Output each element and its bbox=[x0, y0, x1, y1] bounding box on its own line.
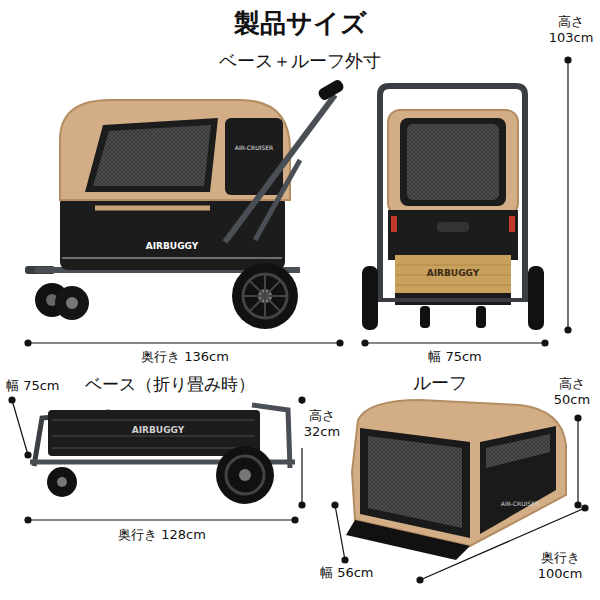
dimension-line bbox=[417, 577, 423, 583]
dimension-line bbox=[577, 418, 578, 505]
dimension-line bbox=[365, 342, 545, 343]
stroller-front-view bbox=[528, 266, 544, 330]
stroller-side-view bbox=[243, 274, 287, 318]
dimension-line bbox=[337, 340, 343, 346]
dimension-line bbox=[542, 340, 548, 346]
folded-base bbox=[216, 446, 274, 504]
dimension-line bbox=[332, 502, 338, 508]
dimension-label: 高さ 32cm bbox=[299, 408, 345, 439]
brand-mark: AIRBUGGY bbox=[427, 268, 480, 279]
stroller-side-view bbox=[55, 286, 89, 320]
stroller-front-view bbox=[395, 255, 511, 293]
dimension-label: 幅 75cm bbox=[4, 378, 62, 394]
dimension-line bbox=[301, 448, 302, 505]
roof-canopy bbox=[368, 436, 462, 528]
dimension-line bbox=[342, 557, 348, 563]
stroller-front-view bbox=[395, 265, 511, 285]
roof-canopy bbox=[480, 426, 556, 534]
dimension-line bbox=[299, 502, 305, 508]
dimension-line bbox=[25, 340, 31, 346]
dimension-label: 高さ 103cm bbox=[546, 14, 596, 45]
stroller-front-view bbox=[391, 216, 397, 232]
stroller-front-view bbox=[380, 86, 525, 300]
roof-canopy bbox=[346, 520, 470, 560]
roof-canopy bbox=[360, 428, 470, 538]
stroller-front-view bbox=[437, 222, 469, 232]
stroller-side-view bbox=[66, 297, 78, 309]
folded-base bbox=[52, 420, 255, 448]
stroller-front-view bbox=[476, 306, 486, 328]
stroller-front-view bbox=[420, 306, 430, 328]
folded-base bbox=[226, 456, 264, 494]
dimension-line bbox=[565, 327, 571, 333]
stroller-front-view bbox=[388, 210, 518, 260]
part-name: ルーフ bbox=[411, 372, 469, 394]
dimension-label: 幅 75cm bbox=[426, 349, 484, 365]
dimension-label: 幅 56cm bbox=[318, 565, 376, 581]
brand-mark: AIRBUGGY bbox=[146, 241, 199, 252]
brand-mark: AIR-CRUISER bbox=[501, 500, 539, 507]
dimension-line bbox=[9, 57, 588, 583]
dimension-line bbox=[582, 505, 588, 511]
dimension-line bbox=[9, 397, 15, 403]
stroller-front-view bbox=[407, 124, 499, 200]
stroller-side-view bbox=[93, 125, 211, 186]
subtitle: ベース＋ルーフ外寸 bbox=[217, 50, 383, 72]
dimension-line bbox=[12, 400, 28, 455]
dimension-line bbox=[25, 517, 31, 523]
roof-canopy bbox=[486, 434, 550, 468]
dimension-label: 奥行き 128cm bbox=[116, 527, 208, 543]
folded-base bbox=[239, 469, 251, 481]
stroller-front-view bbox=[362, 86, 544, 330]
dimension-line bbox=[299, 397, 305, 403]
stroller-side-view bbox=[62, 257, 282, 259]
folded-base bbox=[57, 477, 67, 487]
brand-mark: AIRBUGGY bbox=[132, 425, 185, 436]
dimension-label: 高さ 50cm bbox=[549, 376, 595, 407]
roof-canopy bbox=[352, 400, 566, 546]
stroller-front-view bbox=[509, 216, 515, 232]
stroller-side-view bbox=[225, 118, 283, 195]
dimension-line bbox=[565, 57, 571, 63]
part-name: ベース（折り畳み時） bbox=[83, 374, 257, 394]
dimension-line bbox=[575, 415, 581, 421]
dimension-label: 奥行き 136cm bbox=[139, 349, 231, 365]
stroller-front-view bbox=[388, 110, 518, 215]
dimension-line bbox=[292, 517, 298, 523]
stroller-side-view bbox=[60, 100, 290, 200]
stroller-front-view bbox=[362, 266, 378, 330]
folded-base bbox=[30, 405, 295, 504]
stroller-side-view bbox=[317, 78, 346, 101]
stroller-front-view bbox=[372, 298, 534, 302]
dimension-line bbox=[335, 505, 345, 560]
folded-base bbox=[48, 410, 260, 456]
stroller-side-view bbox=[232, 263, 298, 329]
roof-canopy bbox=[346, 400, 566, 560]
stroller-side-view bbox=[225, 95, 335, 242]
dimension-line bbox=[575, 502, 581, 508]
brand-mark: AIR-CRUISER bbox=[235, 144, 273, 151]
dimension-line bbox=[567, 60, 568, 330]
stroller-side-view bbox=[25, 78, 345, 329]
dimension-line bbox=[25, 452, 31, 458]
title: 製品サイズ bbox=[234, 8, 367, 39]
dimension-line bbox=[362, 340, 368, 346]
stroller-side-view bbox=[95, 206, 210, 211]
folded-base bbox=[47, 467, 77, 497]
dimension-label: 奥行き 100cm bbox=[531, 550, 589, 581]
dimension-line bbox=[28, 519, 295, 520]
stroller-side-view bbox=[85, 118, 218, 192]
stroller-side-view bbox=[243, 274, 287, 318]
dimension-line bbox=[28, 342, 340, 343]
stroller-front-view bbox=[400, 118, 506, 206]
